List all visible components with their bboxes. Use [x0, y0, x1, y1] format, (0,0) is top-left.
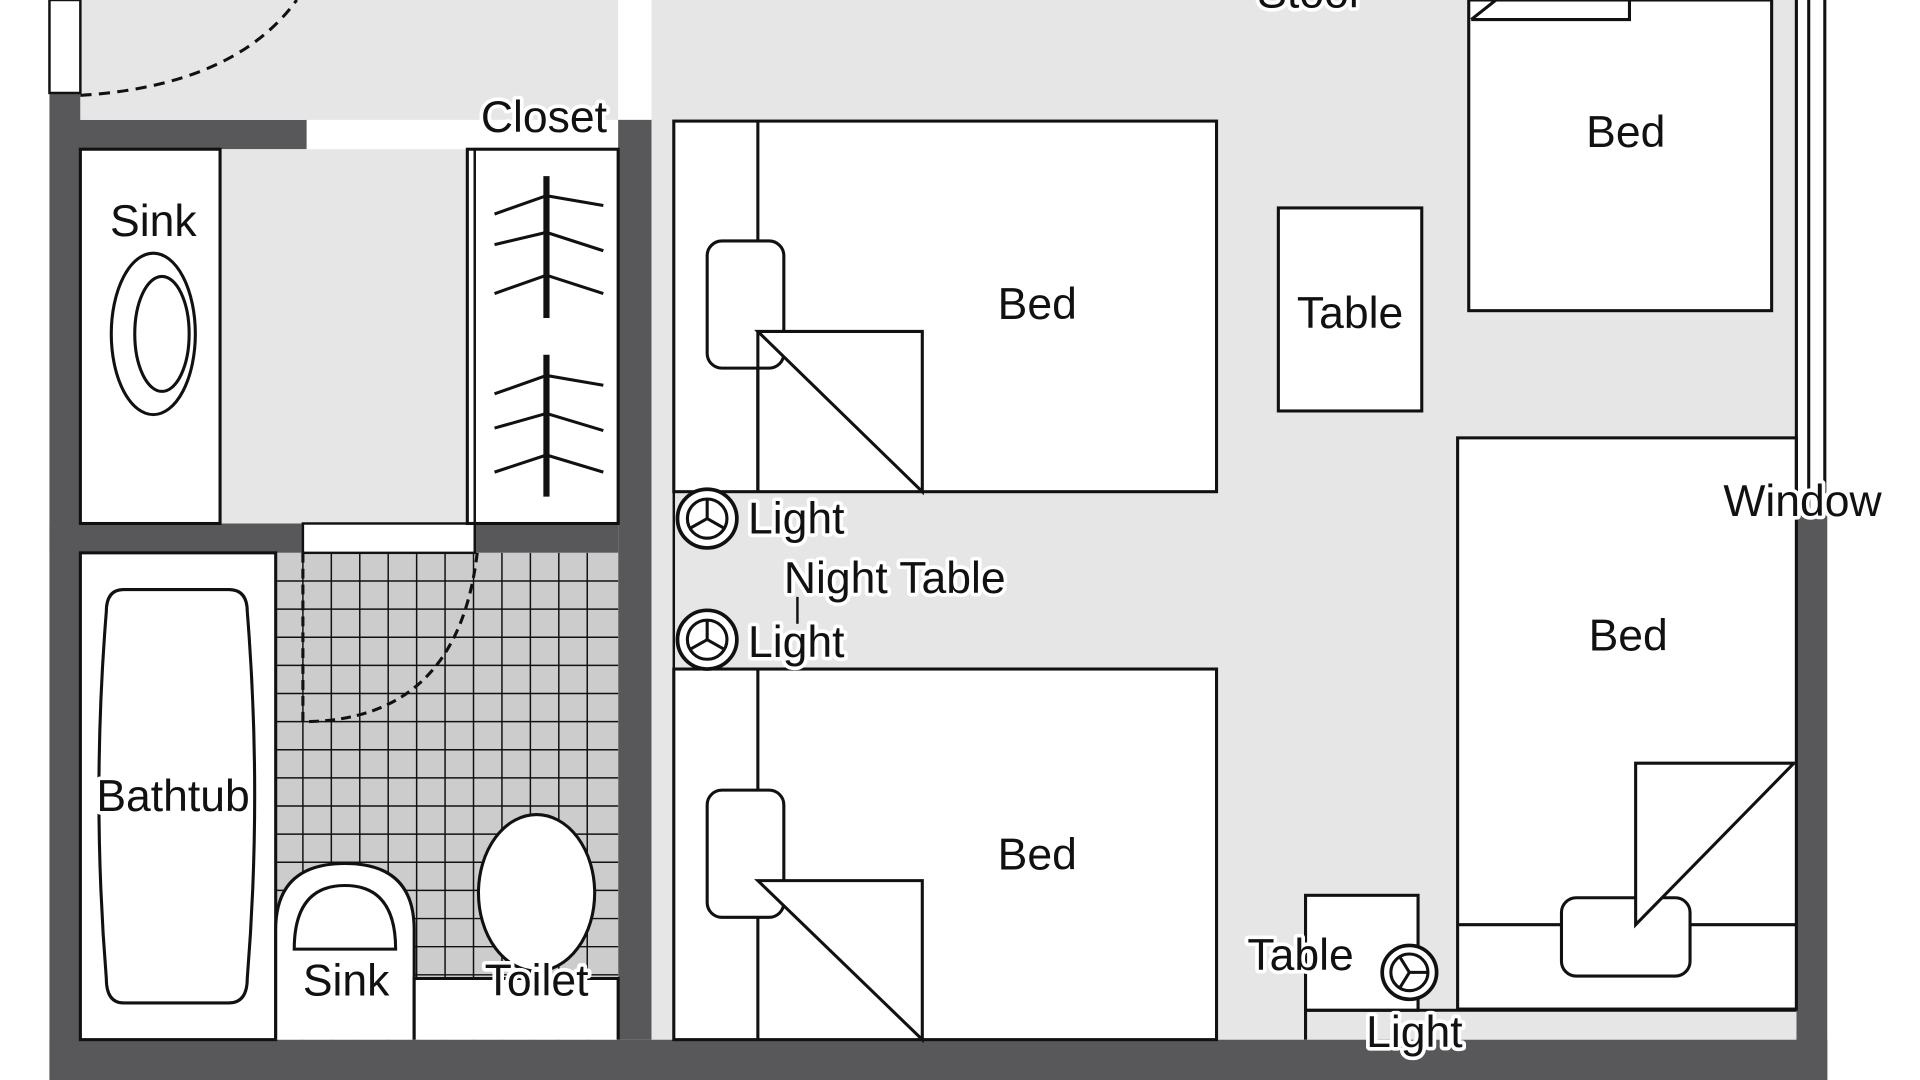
- bed-right: [1456, 436, 1798, 1011]
- hanger-icon: [494, 176, 604, 319]
- toilet-bowl: [476, 813, 597, 973]
- wall-bathroom-top-right: [474, 523, 619, 553]
- pillow: [705, 788, 786, 919]
- bed-top-right: [1467, 0, 1774, 313]
- label-bed-right: Bed: [1589, 612, 1668, 661]
- wall-entry-stub: [76, 119, 307, 150]
- wall-right-outer: [1796, 513, 1828, 1080]
- window: [1794, 0, 1827, 514]
- label-bed-lower-left: Bed: [998, 831, 1077, 880]
- hanger-icon: [494, 354, 604, 497]
- label-light-2: Light: [748, 618, 845, 667]
- label-night-table: Night Table: [784, 554, 1006, 603]
- wall-bottom-outer: [49, 1039, 1828, 1080]
- light-icon: [675, 487, 739, 550]
- bed-upper-left: [672, 119, 1219, 496]
- label-light-3: Light: [1366, 1008, 1463, 1057]
- wall-bathroom-top: [49, 523, 303, 553]
- label-closet: Closet: [481, 93, 607, 142]
- floor-entry: [80, 0, 619, 120]
- floor-entry-lower: [220, 149, 468, 524]
- label-stool: Stool: [1257, 0, 1358, 17]
- bathroom-door-opening: [301, 522, 476, 555]
- pillow: [1559, 896, 1692, 978]
- label-window: Window: [1723, 477, 1882, 526]
- label-light-1: Light: [748, 494, 845, 543]
- light-icon: [1380, 943, 1439, 1002]
- wall-partition: [618, 119, 652, 1040]
- label-sink-top: Sink: [110, 197, 197, 246]
- bathtub-basin: [97, 588, 257, 1005]
- label-toilet: Toilet: [485, 957, 589, 1006]
- closet: [465, 147, 620, 526]
- label-sink-bottom: Sink: [303, 957, 390, 1006]
- label-table-center: Table: [1297, 289, 1403, 338]
- entry-door-swing: [80, 0, 298, 97]
- pillow: [705, 239, 786, 370]
- walls: [49, 92, 1828, 1080]
- toilet-tank: [412, 976, 620, 1040]
- entry-wall-top: [48, 0, 82, 95]
- label-bathtub: Bathtub: [96, 772, 249, 821]
- sink-top-basin-inner: [133, 274, 191, 393]
- bathroom-door-swing: [301, 552, 479, 724]
- label-table-lower: Table: [1247, 931, 1353, 980]
- bed-lower-left: [672, 667, 1219, 1044]
- wall-left-outer: [49, 92, 81, 1080]
- sink-bottom-inner: [292, 883, 398, 951]
- light-icon: [675, 608, 739, 671]
- label-bed-top-right: Bed: [1586, 108, 1665, 157]
- table-center: [1276, 206, 1424, 413]
- label-bed-upper-left: Bed: [998, 280, 1077, 329]
